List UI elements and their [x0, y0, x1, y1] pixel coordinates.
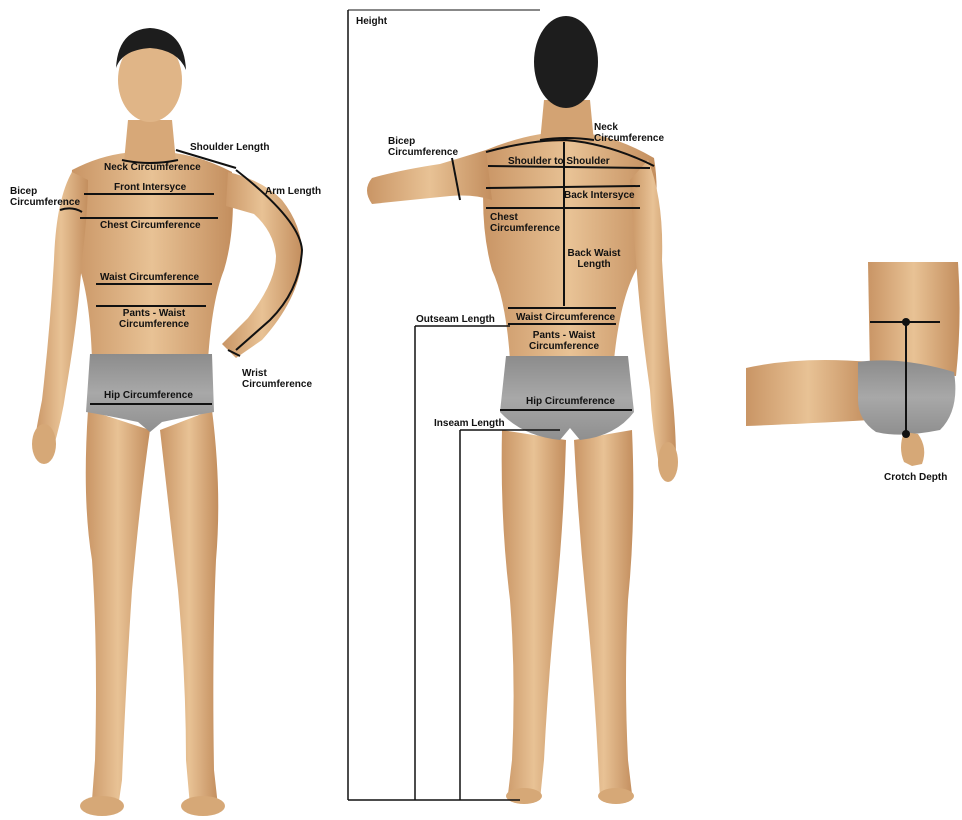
crotch-depth-label: Crotch Depth [884, 472, 947, 483]
back-neck-circumference-label: Neck Circumference [594, 122, 668, 144]
front-shoulder-length-label: Shoulder Length [190, 142, 269, 153]
front-pants-waist-circumference-label: Pants - Waist Circumference [104, 308, 204, 330]
back-height-label: Height [356, 16, 387, 27]
front-hip-circumference-label: Hip Circumference [104, 390, 193, 401]
front-waist-circumference-label: Waist Circumference [100, 272, 199, 283]
back-hip-circumference-label: Hip Circumference [526, 396, 615, 407]
front-bicep-circumference-label: Bicep Circumference [10, 186, 70, 208]
back-waist-circumference-label: Waist Circumference [516, 312, 615, 323]
side-figure [746, 262, 960, 466]
back-bicep-circumference-label: Bicep Circumference [388, 136, 464, 158]
back-pants-waist-circumference-label: Pants - Waist Circumference [516, 330, 612, 352]
front-arm-length-label: Arm Length [265, 186, 321, 197]
back-intersyce-label: Back Intersyce [564, 190, 635, 201]
back-shoulder-to-shoulder-label: Shoulder to Shoulder [508, 156, 610, 167]
back-outseam-length-label: Outseam Length [416, 314, 495, 325]
front-neck-circumference-label: Neck Circumference [104, 162, 201, 173]
back-chest-circumference-label: Chest Circumference [490, 212, 560, 234]
front-intersyce-label: Front Intersyce [114, 182, 186, 193]
front-wrist-circumference-label: Wrist Circumference [242, 368, 318, 390]
back-waist-length-label: Back Waist Length [566, 248, 622, 270]
front-chest-circumference-label: Chest Circumference [100, 220, 201, 231]
back-inseam-length-label: Inseam Length [434, 418, 505, 429]
